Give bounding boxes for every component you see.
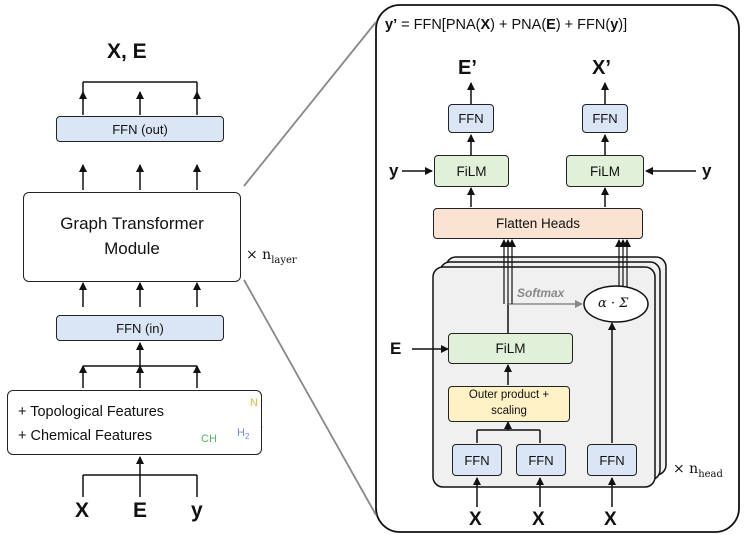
bottom-input-x3: X — [604, 509, 617, 530]
features-box: + Topological Features + Chemical Featur… — [7, 390, 262, 455]
outer-product-box: Outer product + scaling — [448, 386, 570, 422]
gt-module-line1: Graph Transformer — [60, 214, 204, 234]
zoom-line-top — [243, 21, 377, 187]
y-input-right: y — [702, 161, 712, 180]
gt-module-line2: Module — [104, 239, 160, 258]
film-top-right: FiLM — [566, 155, 644, 187]
e-input-label: E — [390, 339, 402, 358]
attention-sum-node — [583, 285, 649, 323]
ffn-top-left: FFN — [448, 104, 494, 133]
attention-sum-label: α · Σ — [598, 296, 629, 311]
flatten-heads-box: Flatten Heads — [433, 208, 643, 239]
film-middle-box: FiLM — [448, 333, 573, 364]
layer-repeat-label: × nlayer — [246, 247, 297, 266]
softmax-label: Softmax — [517, 286, 565, 300]
input-y-label: y — [191, 499, 203, 522]
input-x-label: X — [75, 499, 90, 522]
equation-label: y’ = FFN[PNA(X) + PNA(E) + FFN(y)] — [385, 17, 628, 33]
film-top-left: FiLM — [434, 155, 509, 187]
left-output-label: X, E — [107, 40, 147, 63]
output-e-prime: E’ — [458, 57, 477, 79]
graph-transformer-module: Graph Transformer Module — [23, 192, 241, 282]
molecule-ch-label: CH — [201, 433, 217, 445]
outer-product-line1: Outer product + — [468, 389, 550, 402]
molecule-n-label: N — [250, 397, 258, 409]
outer-product-line2: scaling — [491, 405, 527, 417]
head-stack-front — [432, 266, 656, 488]
ffn-top-right: FFN — [582, 104, 628, 133]
ffn-bottom-3: FFN — [587, 444, 637, 476]
bottom-input-x2: X — [532, 509, 545, 530]
zoom-line-bottom — [243, 279, 377, 516]
ffn-bottom-2: FFN — [516, 444, 566, 476]
ffn-out-box: FFN (out) — [56, 116, 224, 142]
output-x-prime: X’ — [592, 57, 611, 79]
ffn-in-box: FFN (in) — [56, 315, 224, 341]
molecule-h2-label: H2 — [237, 427, 250, 442]
bottom-input-x1: X — [469, 509, 482, 530]
y-input-left: y — [389, 161, 399, 180]
ffn-bottom-1: FFN — [452, 444, 502, 476]
head-repeat-label: × nhead — [673, 461, 723, 480]
chemical-features-label: + Chemical Features — [18, 428, 153, 444]
topological-features-label: + Topological Features — [18, 404, 165, 420]
input-e-label: E — [133, 499, 148, 522]
